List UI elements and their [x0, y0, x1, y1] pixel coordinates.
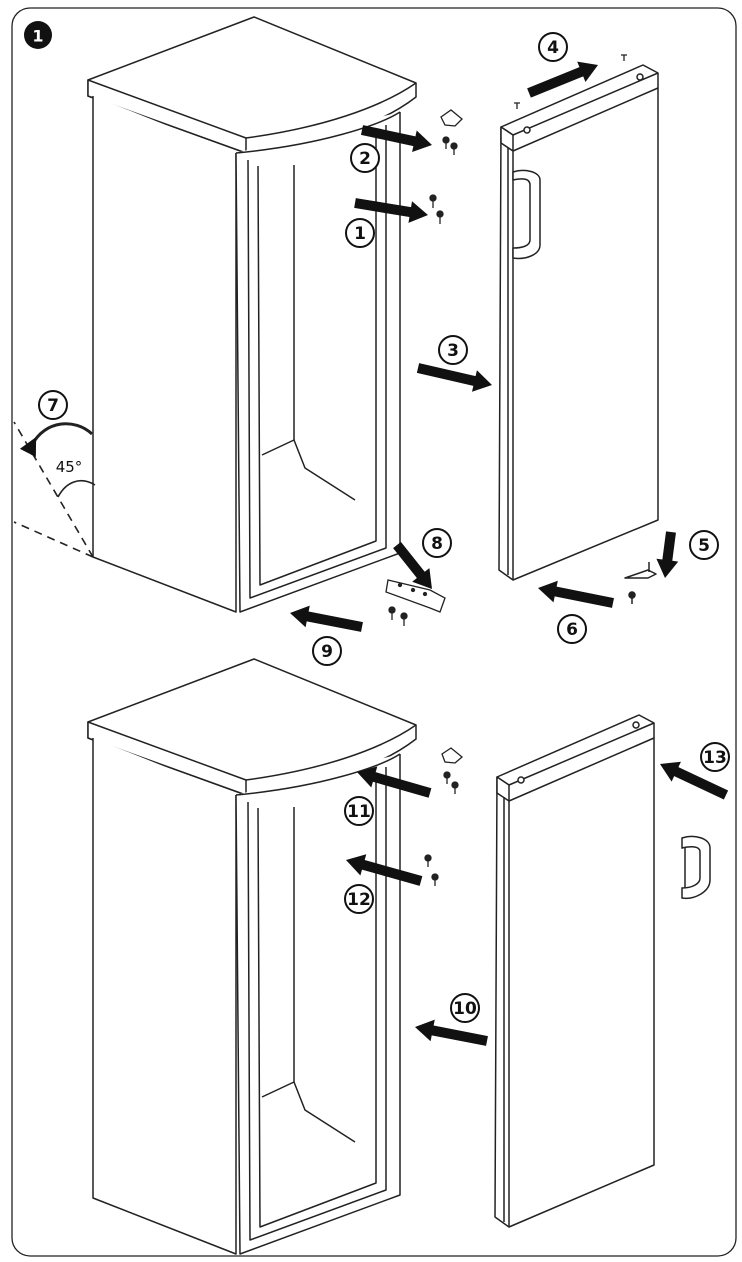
bottom-hinge-bracket [385, 579, 446, 626]
callout-number: 13 [703, 748, 727, 768]
panel-border [11, 7, 737, 1257]
arrow-step-11 [357, 766, 432, 798]
callout-number: 9 [321, 642, 333, 662]
step-badge-number: 1 [32, 27, 43, 46]
callout-8: 8 [422, 528, 452, 558]
callout-number: 3 [447, 341, 459, 361]
callout-number: 12 [347, 890, 371, 910]
callout-9: 9 [312, 636, 342, 666]
callout-4: 4 [538, 32, 568, 62]
top-hinge-parts [429, 54, 627, 224]
arrow-step-12 [346, 854, 423, 886]
callout-13: 13 [700, 742, 730, 772]
door-handle [681, 835, 711, 900]
arrow-step-2 [360, 125, 432, 152]
callout-number: 1 [354, 224, 366, 244]
door-bottom [494, 714, 655, 1228]
arrow-step-13 [660, 761, 729, 800]
callout-number: 11 [347, 802, 371, 822]
callout-number: 10 [453, 999, 477, 1019]
arrow-step-1 [354, 198, 428, 223]
tilt-indicator [13, 421, 96, 558]
callout-2: 2 [350, 143, 380, 173]
callout-number: 7 [47, 396, 59, 416]
arrow-step-6 [538, 580, 614, 608]
callout-3: 3 [438, 335, 468, 365]
callout-6: 6 [557, 614, 587, 644]
callout-12: 12 [344, 884, 374, 914]
arrow-step-10 [415, 1019, 488, 1046]
arrow-step-5 [656, 531, 679, 578]
arrow-step-8 [393, 541, 432, 589]
callout-7: 7 [38, 390, 68, 420]
hinge-parts-lower [424, 747, 464, 886]
arrow-step-9 [290, 605, 363, 632]
callout-5: 5 [689, 530, 719, 560]
callout-1: 1 [345, 218, 375, 248]
callout-number: 4 [547, 38, 559, 58]
cabinet-bottom [87, 658, 417, 1255]
callout-11: 11 [344, 796, 374, 826]
step-badge: 1 [24, 21, 52, 49]
callout-number: 8 [431, 534, 443, 554]
door-top [498, 64, 659, 604]
arrows-layer [290, 61, 729, 1046]
callout-10: 10 [450, 993, 480, 1023]
arrow-step-4 [527, 61, 598, 98]
angle-label: 45° [56, 458, 83, 476]
cabinet-top [87, 16, 417, 613]
callout-number: 5 [698, 536, 710, 556]
callout-number: 2 [359, 149, 371, 169]
arrow-step-3 [416, 363, 492, 392]
callout-number: 6 [566, 620, 578, 640]
